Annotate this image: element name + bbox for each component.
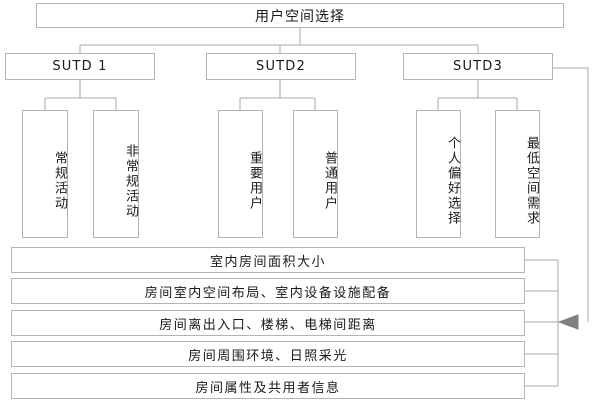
node-leaf-minimum-space[interactable]: 最低空间需求 (495, 110, 540, 238)
node-attribute-room-area[interactable]: 室内房间面积大小 (11, 247, 525, 273)
node-attribute-distance-access-label: 房间离出入口、楼梯、电梯间距离 (159, 317, 377, 333)
node-attribute-layout-equipment-label: 房间室内空间布局、室内设备设施配备 (144, 285, 392, 301)
node-sutd-1[interactable]: SUTD 1 (5, 53, 155, 80)
node-leaf-regular-activity[interactable]: 常规活动 (22, 110, 68, 238)
node-attribute-room-properties-sharers[interactable]: 房间属性及共用者信息 (11, 373, 525, 399)
node-attribute-surroundings-daylight-label: 房间周围环境、日照采光 (188, 348, 348, 364)
node-root[interactable]: 用户空间选择 (36, 3, 564, 28)
node-sutd-2-label: SUTD2 (256, 59, 306, 74)
node-root-label: 用户空间选择 (255, 8, 345, 25)
node-sutd-3[interactable]: SUTD3 (403, 53, 553, 80)
node-attribute-layout-equipment[interactable]: 房间室内空间布局、室内设备设施配备 (11, 278, 525, 304)
node-leaf-minimum-space-label: 最低空间需求 (524, 136, 539, 226)
node-leaf-ordinary-user-label: 普通用户 (322, 151, 337, 211)
node-sutd-1-label: SUTD 1 (52, 59, 108, 74)
node-attribute-room-properties-sharers-label: 房间属性及共用者信息 (195, 380, 341, 396)
node-leaf-important-user-label: 重要用户 (247, 151, 262, 211)
node-leaf-personal-preference-label: 个人偏好选择 (445, 136, 460, 226)
node-leaf-personal-preference[interactable]: 个人偏好选择 (416, 110, 461, 238)
edge-sutd3-feedback (552, 67, 589, 322)
node-attribute-room-area-label: 室内房间面积大小 (209, 254, 326, 270)
node-sutd-2[interactable]: SUTD2 (206, 53, 356, 80)
node-leaf-irregular-activity-label: 非常规活动 (123, 143, 138, 219)
node-leaf-important-user[interactable]: 重要用户 (218, 110, 263, 238)
node-attribute-distance-access[interactable]: 房间离出入口、楼梯、电梯间距离 (11, 310, 525, 336)
node-sutd-3-label: SUTD3 (453, 59, 503, 74)
arrowhead-icon (557, 314, 579, 330)
node-attribute-surroundings-daylight[interactable]: 房间周围环境、日照采光 (11, 341, 525, 367)
node-leaf-regular-activity-label: 常规活动 (52, 151, 67, 211)
node-leaf-irregular-activity[interactable]: 非常规活动 (93, 110, 139, 238)
node-leaf-ordinary-user[interactable]: 普通用户 (293, 110, 338, 238)
